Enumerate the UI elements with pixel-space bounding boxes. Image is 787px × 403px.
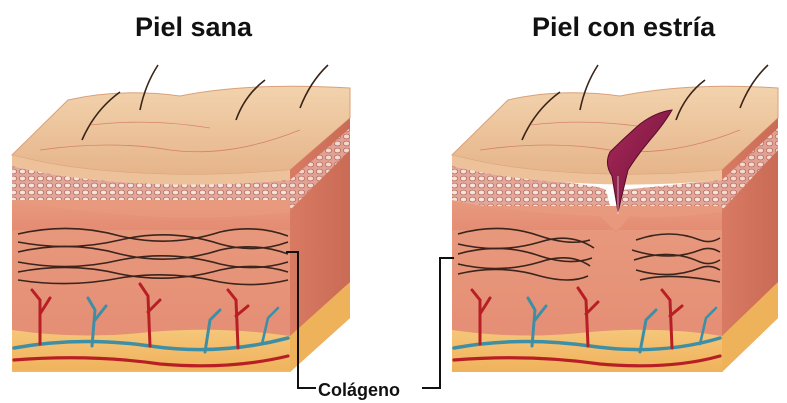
stretch-mark-skin-block bbox=[452, 65, 778, 372]
healthy-skin-block bbox=[12, 65, 350, 372]
collagen-label: Colágeno bbox=[318, 380, 400, 401]
